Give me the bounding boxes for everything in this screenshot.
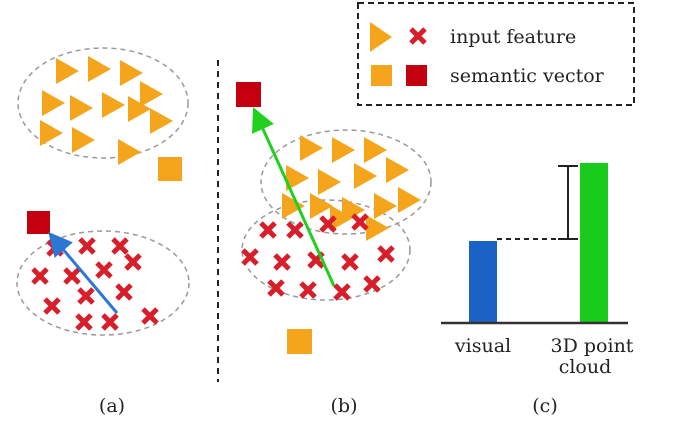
legend-input-feature-label: input feature xyxy=(450,26,576,48)
triangle-marker-9 xyxy=(72,127,95,153)
cross-marker-7 xyxy=(341,253,359,271)
triangle-marker-6 xyxy=(386,157,409,183)
panel-b-orange-semantic-vector xyxy=(287,329,312,354)
cross-marker-2 xyxy=(111,237,129,255)
cross-marker-3 xyxy=(31,267,49,285)
triangle-marker-8 xyxy=(310,193,333,219)
panel-c: visual 3D point cloud (c) xyxy=(441,163,634,417)
legend-triangle-icon xyxy=(370,22,392,52)
cross-marker-2 xyxy=(319,215,337,233)
cross-marker-11 xyxy=(101,313,119,331)
panel-a-red-semantic-vector xyxy=(27,211,50,234)
cross-marker-1 xyxy=(78,237,96,255)
triangle-marker-2 xyxy=(120,60,143,86)
category-point-cloud-label-line2: cloud xyxy=(559,356,612,378)
panel-b-green-arrow xyxy=(252,107,336,287)
triangle-marker-6 xyxy=(128,96,151,122)
cross-marker-1 xyxy=(286,221,304,239)
triangle-marker-8 xyxy=(40,120,63,146)
triangle-marker-1 xyxy=(332,137,355,163)
triangle-marker-13 xyxy=(330,205,353,231)
cross-marker-4 xyxy=(63,267,81,285)
cross-marker-3 xyxy=(351,213,369,231)
cross-marker-9 xyxy=(115,283,133,301)
bar-visual xyxy=(469,241,497,323)
triangle-marker-3 xyxy=(42,90,65,116)
triangle-marker-11 xyxy=(140,81,163,107)
legend-cross-icon xyxy=(409,27,427,45)
category-visual-label: visual xyxy=(454,335,511,357)
cross-marker-11 xyxy=(333,283,351,301)
cross-marker-9 xyxy=(267,279,285,297)
cross-marker-4 xyxy=(241,248,259,266)
panel-a-caption: (a) xyxy=(99,395,125,417)
triangle-marker-1 xyxy=(88,56,111,82)
panel-b-caption: (b) xyxy=(331,395,358,417)
panel-a-input-feature-crosses xyxy=(31,237,159,331)
category-point-cloud-label-line1: 3D point xyxy=(551,335,634,357)
triangle-marker-3 xyxy=(286,165,309,191)
triangle-marker-10 xyxy=(374,193,397,219)
legend: input feature semantic vector xyxy=(357,2,635,106)
cross-marker-6 xyxy=(124,253,142,271)
cross-marker-5 xyxy=(273,253,291,271)
triangle-marker-5 xyxy=(354,163,377,189)
panel-a: (a) xyxy=(16,47,190,417)
triangle-marker-7 xyxy=(282,193,305,219)
cross-marker-8 xyxy=(377,245,395,263)
triangle-marker-10 xyxy=(118,139,141,165)
panel-a-input-feature-triangles xyxy=(40,56,173,165)
cross-marker-10 xyxy=(141,307,159,325)
gap-bracket xyxy=(558,165,578,240)
triangle-marker-7 xyxy=(150,108,173,134)
cross-marker-10 xyxy=(299,281,317,299)
cross-marker-5 xyxy=(95,261,113,279)
triangle-marker-2 xyxy=(364,137,387,163)
cross-marker-12 xyxy=(75,313,93,331)
panel-b-feature-cluster-outline xyxy=(260,129,432,235)
cross-marker-12 xyxy=(363,275,381,293)
bar-point-cloud xyxy=(580,163,608,323)
panel-a-blue-arrow xyxy=(48,231,119,314)
panel-b-input-feature-triangles xyxy=(282,135,421,241)
triangle-marker-0 xyxy=(300,135,323,161)
panel-c-caption: (c) xyxy=(532,395,557,417)
cross-marker-7 xyxy=(43,297,61,315)
cross-marker-8 xyxy=(77,287,95,305)
panel-a-feature-cluster-outline xyxy=(17,47,189,159)
legend-orange-square-icon xyxy=(371,65,392,86)
cross-marker-0 xyxy=(259,221,277,239)
panel-b: (b) xyxy=(236,82,432,417)
panel-a-cross-cluster-outline xyxy=(16,230,190,336)
triangle-marker-11 xyxy=(398,187,421,213)
triangle-marker-4 xyxy=(70,95,93,121)
legend-semantic-vector-label: semantic vector xyxy=(450,65,605,87)
legend-border xyxy=(357,2,635,106)
panel-b-cross-cluster-outline xyxy=(241,199,411,301)
panel-a-orange-semantic-vector xyxy=(158,157,182,181)
cross-marker-0 xyxy=(46,239,64,257)
triangle-marker-12 xyxy=(366,215,389,241)
triangle-marker-0 xyxy=(56,58,79,84)
legend-red-square-icon xyxy=(406,65,427,86)
panel-b-red-semantic-vector xyxy=(236,82,261,107)
triangle-marker-4 xyxy=(318,169,341,195)
triangle-marker-5 xyxy=(102,92,125,118)
